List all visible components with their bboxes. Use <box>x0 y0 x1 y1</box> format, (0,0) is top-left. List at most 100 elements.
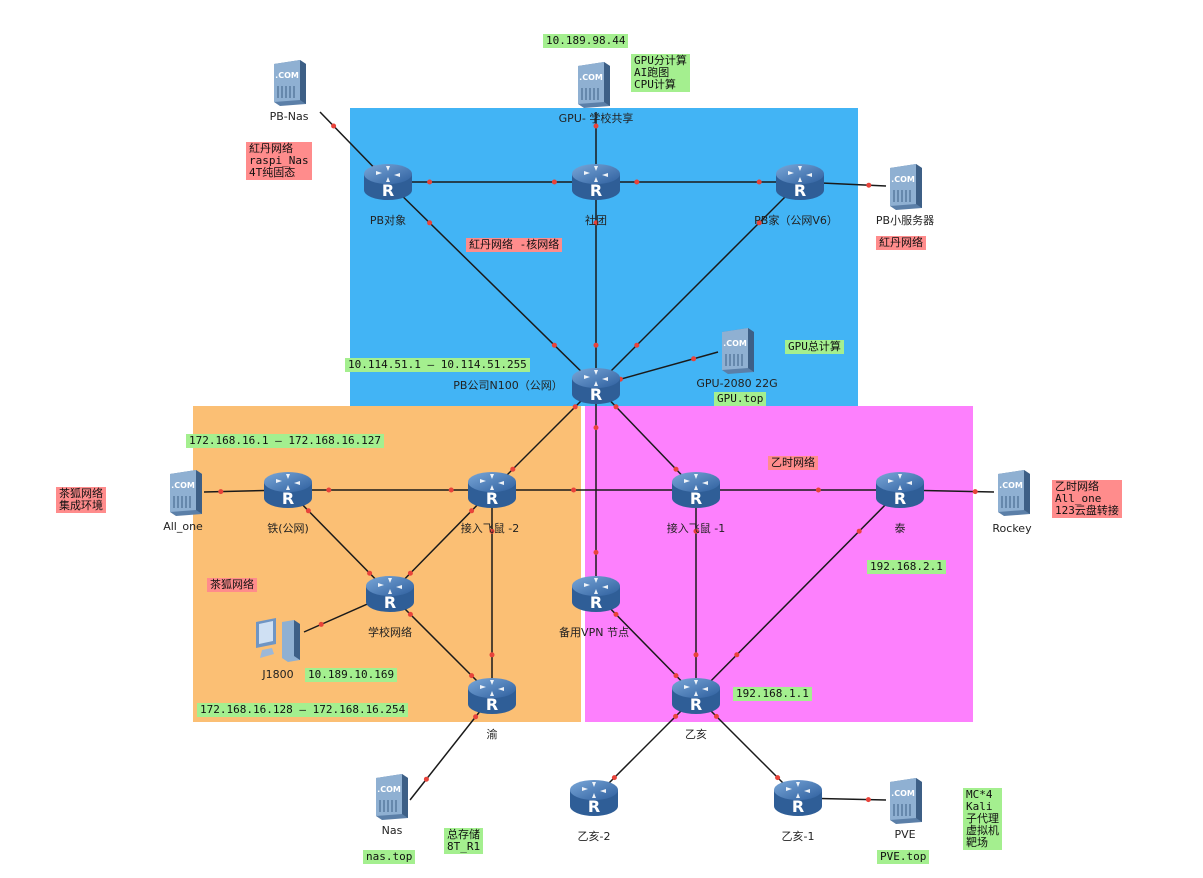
tag-chahu-integrated: 茶狐网络 集成环境 <box>56 487 106 513</box>
server-pve-icon[interactable]: .COM <box>886 776 924 826</box>
label-all-one: All_one <box>163 520 203 533</box>
tag-ip-tai: 192.168.2.1 <box>867 560 946 574</box>
label-yihai2: 乙亥-2 <box>577 830 611 843</box>
link-yu-nas <box>409 695 493 801</box>
link-access2-yu-endpoint-2 <box>489 652 495 658</box>
link-yihai1-pve-endpoint-2 <box>865 797 871 803</box>
link-tie-school-endpoint-2 <box>367 570 373 576</box>
link-pbhome-smallserver-endpoint-2 <box>866 182 872 188</box>
link-company-access2-endpoint-1 <box>572 404 578 410</box>
link-backupvpn-yihai-endpoint-2 <box>673 673 679 679</box>
label-tie: 铁(公网) <box>267 522 309 535</box>
link-pbobject-company <box>387 181 597 387</box>
link-yu-nas-endpoint-2 <box>423 776 429 782</box>
link-access2-tai-endpoint-1 <box>571 487 577 493</box>
svg-text:.COM: .COM <box>723 339 747 348</box>
svg-text:.COM: .COM <box>579 73 603 82</box>
router-access2-icon[interactable]: R <box>466 470 518 510</box>
svg-text:.COM: .COM <box>377 785 401 794</box>
label-gpu-2080: GPU-2080 22G <box>696 377 778 390</box>
router-tai-icon[interactable]: R <box>874 470 926 510</box>
link-school-yu-endpoint-2 <box>469 673 475 679</box>
label-yihai1: 乙亥-1 <box>781 830 815 843</box>
link-access2-school-endpoint-2 <box>407 570 413 576</box>
router-pb-company-icon[interactable]: R <box>570 366 622 406</box>
label-rockey: Rockey <box>992 522 1032 535</box>
router-yihai-icon[interactable]: R <box>670 676 722 716</box>
router-tie-icon[interactable]: R <box>262 470 314 510</box>
svg-text:R: R <box>792 797 804 816</box>
label-pb-company: PB公司N100（公网） <box>453 379 563 392</box>
link-yihai-yihai1 <box>695 695 799 799</box>
link-pbobject-shetuan-endpoint-2 <box>551 179 557 185</box>
router-yihai1-icon[interactable]: R <box>772 778 824 818</box>
server-all-one-icon[interactable]: .COM <box>166 468 204 518</box>
label-pve: PVE <box>894 828 916 841</box>
link-yu-nas-endpoint-1 <box>473 714 479 720</box>
server-pb-small-icon[interactable]: .COM <box>886 162 924 212</box>
link-shetuan-company-endpoint-1 <box>593 220 599 226</box>
server-rockey-icon[interactable]: .COM <box>994 468 1032 518</box>
link-yihai-yihai1-endpoint-2 <box>775 775 781 781</box>
label-gpu-school: GPU- 学校共享 <box>558 112 634 125</box>
server-nas-icon[interactable]: .COM <box>372 772 410 822</box>
tag-gpu-purpose: GPU分计算 AI跑图 CPU计算 <box>631 54 690 92</box>
svg-text:R: R <box>590 593 602 612</box>
svg-text:R: R <box>384 593 396 612</box>
tag-ip-range-left-bottom: 172.168.16.128 — 172.168.16.254 <box>197 703 409 717</box>
link-yihai-yihai1-endpoint-1 <box>713 713 719 719</box>
svg-text:R: R <box>894 489 906 508</box>
link-yihai-yihai2-endpoint-1 <box>673 713 679 719</box>
router-shetuan-icon[interactable]: R <box>570 162 622 202</box>
tag-ip-range-left-top: 172.168.16.1 — 172.168.16.127 <box>186 434 385 448</box>
core-network-zone <box>350 108 858 406</box>
server-gpu-school-icon[interactable]: .COM <box>574 60 612 110</box>
router-access1-icon[interactable]: R <box>670 470 722 510</box>
router-pb-home-icon[interactable]: R <box>774 162 826 202</box>
svg-text:R: R <box>590 385 602 404</box>
link-school-yu <box>389 593 493 697</box>
link-tai-yihai-endpoint-1 <box>856 528 862 534</box>
server-gpu-2080-icon[interactable]: .COM <box>718 326 756 376</box>
tag-pve-top: PVE.top <box>877 850 930 864</box>
link-tai-yihai-endpoint-2 <box>734 652 740 658</box>
svg-text:R: R <box>486 695 498 714</box>
router-backup-vpn-icon[interactable]: R <box>570 574 622 614</box>
label-access2: 接入飞鼠 -2 <box>460 522 520 535</box>
label-backup-vpn: 备用VPN 节点 <box>559 626 629 639</box>
link-tai-yihai <box>695 489 901 697</box>
link-backupvpn-yihai-endpoint-1 <box>613 611 619 617</box>
link-pbobject-shetuan-endpoint-1 <box>427 179 433 185</box>
link-company-backupvpn-endpoint-2 <box>593 549 599 555</box>
router-school-net-icon[interactable]: R <box>364 574 416 614</box>
svg-text:.COM: .COM <box>275 71 299 80</box>
router-yu-icon[interactable]: R <box>466 676 518 716</box>
label-tai: 泰 <box>894 522 906 535</box>
svg-text:R: R <box>282 489 294 508</box>
link-access2-yu-endpoint-1 <box>489 528 495 534</box>
tag-pve-services: MC*4 Kali 子代理 虚拟机 靶场 <box>963 788 1002 850</box>
link-company-access1-endpoint-2 <box>673 466 679 472</box>
tag-gpu-top: GPU.top <box>714 392 767 406</box>
link-pbhome-company-endpoint-2 <box>634 342 640 348</box>
server-pb-nas-icon[interactable]: .COM <box>270 58 308 108</box>
label-j1800: J1800 <box>262 668 294 681</box>
link-company-access1-endpoint-1 <box>613 404 619 410</box>
link-school-j1800-endpoint-2 <box>318 621 324 627</box>
label-pb-small-server: PB小服务器 <box>875 214 935 227</box>
link-pbobject-company-endpoint-2 <box>551 342 557 348</box>
router-yihai2-icon[interactable]: R <box>568 778 620 818</box>
tag-storage-total: 总存储 8T_R1 <box>444 828 484 854</box>
link-tai-rockey-endpoint-2 <box>972 489 978 495</box>
pc-j1800-icon[interactable] <box>252 616 304 666</box>
link-access2-tai-endpoint-2 <box>815 487 821 493</box>
link-access2-school <box>389 489 493 595</box>
router-pb-object-icon[interactable]: R <box>362 162 414 202</box>
svg-text:.COM: .COM <box>171 481 195 490</box>
tag-chahu-net: 茶狐网络 <box>207 578 257 592</box>
label-yu: 渝 <box>486 728 498 741</box>
link-school-yu-endpoint-1 <box>407 611 413 617</box>
label-pb-object: PB对象 <box>369 214 407 227</box>
tag-hongdan-small: 紅丹网络 <box>876 236 926 250</box>
